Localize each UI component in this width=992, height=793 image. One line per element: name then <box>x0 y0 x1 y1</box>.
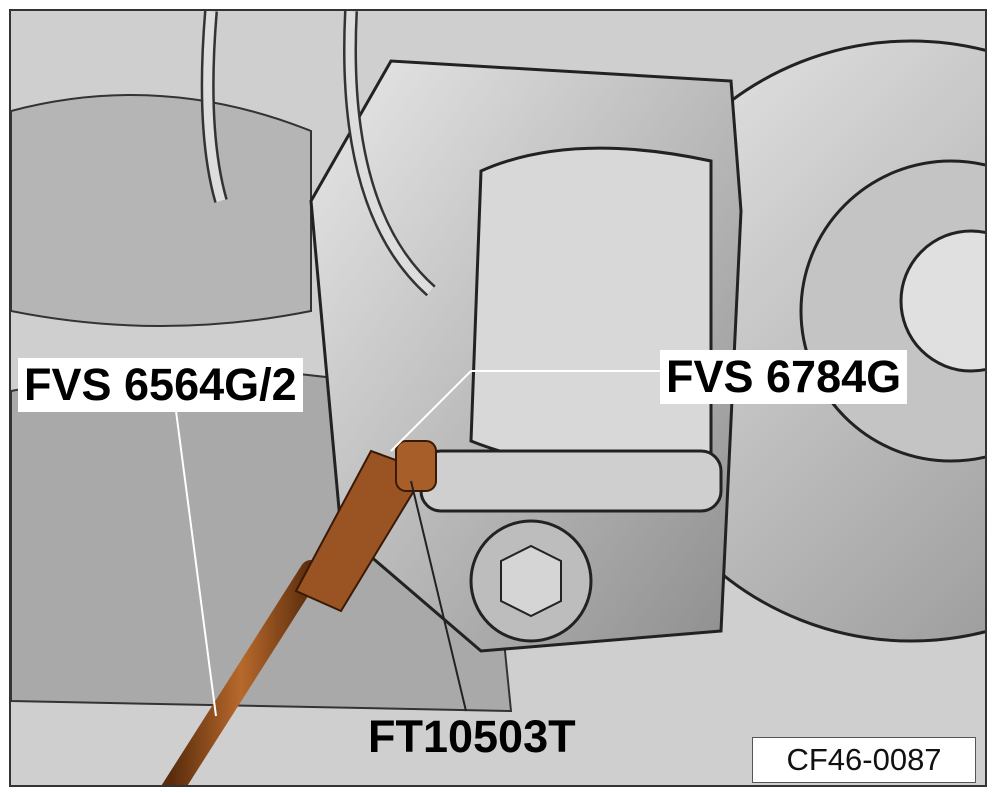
guide-pin <box>419 449 723 513</box>
leader-left <box>175 410 217 717</box>
figure-reference: CF46-0087 <box>752 737 976 783</box>
tool-rod <box>161 560 322 785</box>
caliper-bracket <box>469 146 713 470</box>
illustration-frame <box>9 9 987 787</box>
brake-caliper-illustration <box>11 11 985 785</box>
tool-socket <box>395 440 437 492</box>
callout-fvs-6784g: FVS 6784G <box>660 350 908 404</box>
leader-bottom <box>410 480 467 712</box>
suspension-arm <box>11 94 312 327</box>
callout-fvs-6564g-2: FVS 6564G/2 <box>18 358 303 412</box>
callout-ft10503t: FT10503T <box>368 711 576 762</box>
